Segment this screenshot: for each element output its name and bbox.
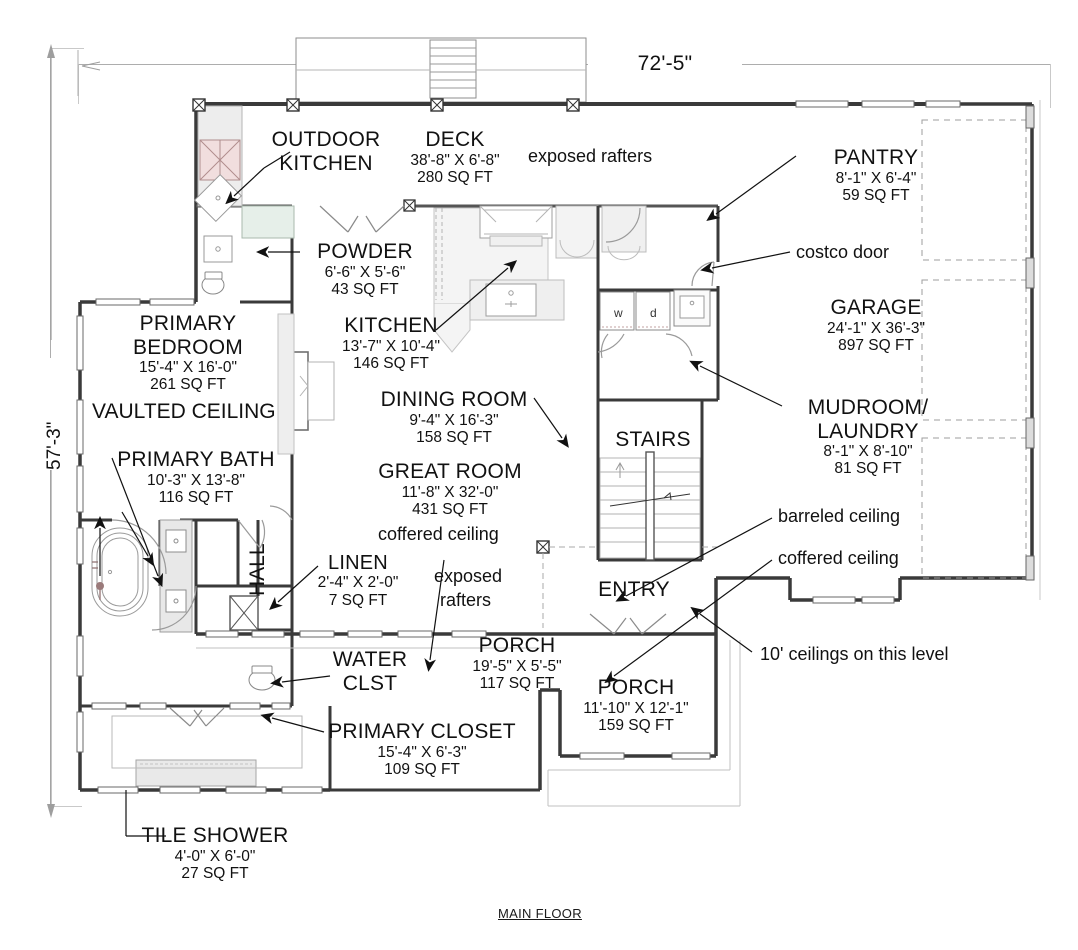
note-vaulted-ceiling: VAULTED CEILING <box>92 400 276 423</box>
room-label-water-closet: WATER CLST <box>332 648 408 695</box>
room-label-primary-bath: PRIMARY BATH 10'-3" X 13'-8" 116 SQ FT <box>117 448 275 506</box>
room-label-kitchen: KITCHEN 13'-7" X 10'-4" 146 SQ FT <box>342 314 440 372</box>
room-label-porch-front: PORCH 19'-5" X 5'-5" 117 SQ FT <box>472 634 562 692</box>
room-label-great-room: GREAT ROOM 11'-8" X 32'-0" 431 SQ FT <box>378 460 522 518</box>
room-label-dining-room: DINING ROOM 9'-4" X 16'-3" 158 SQ FT <box>380 388 528 446</box>
dimension-line-left-lower <box>50 470 51 808</box>
note-barreled-ceiling: barreled ceiling <box>778 506 901 526</box>
room-label-garage: GARAGE 24'-1" X 36'-3" 897 SQ FT <box>827 296 925 354</box>
room-label-powder: POWDER 6'-6" X 5'-6" 43 SQ FT <box>317 240 413 298</box>
room-label-entry: ENTRY <box>598 578 670 601</box>
extension-line-bottom-left <box>50 806 82 807</box>
extension-line-left <box>78 64 79 104</box>
room-label-linen: LINEN 2'-4" X 2'-0" 7 SQ FT <box>317 552 399 609</box>
room-label-deck: DECK 38'-8" X 6'-8" 280 SQ FT <box>410 128 500 186</box>
dimension-line-left <box>50 48 51 358</box>
note-ceiling-height: 10' ceilings on this level <box>760 644 949 664</box>
note-exposed-rafters-lower-2: rafters <box>440 590 492 610</box>
room-label-outdoor-kitchen: OUTDOOR KITCHEN <box>271 128 381 175</box>
room-label-primary-closet: PRIMARY CLOSET 15'-4" X 6'-3" 109 SQ FT <box>328 720 516 778</box>
note-exposed-rafters-top: exposed rafters <box>528 146 653 166</box>
note-coffered-ceiling-right: coffered ceiling <box>778 548 899 568</box>
room-label-porch-side: PORCH 11'-10" X 12'-1" 159 SQ FT <box>583 676 689 734</box>
extension-line-right <box>1050 64 1051 108</box>
room-label-primary-bedroom: PRIMARY BEDROOM 15'-4" X 16'-0" 261 SQ F… <box>133 312 243 394</box>
room-label-stairs: STAIRS <box>615 428 691 451</box>
overall-depth-dimension: 57'-3" <box>44 421 65 470</box>
room-label-pantry: PANTRY 8'-1" X 6'-4" 59 SQ FT <box>833 146 919 204</box>
washer-label: w <box>614 306 623 320</box>
dimension-line-top-right <box>742 64 1050 65</box>
plan-title: MAIN FLOOR <box>498 906 582 921</box>
room-label-tile-shower: TILE SHOWER 4'-0" X 6'-0" 27 SQ FT <box>141 824 289 882</box>
dimension-line-top <box>78 64 588 65</box>
note-exposed-rafters-lower-1: exposed <box>434 566 503 586</box>
room-label-mudroom-laundry: MUDROOM/ LAUNDRY 8'-1" X 8'-10" 81 SQ FT <box>807 396 929 478</box>
note-costco-door: costco door <box>796 242 890 262</box>
note-coffered-ceiling-great-room: coffered ceiling <box>378 524 499 544</box>
dryer-label: d <box>650 306 657 320</box>
room-label-hall: HALL <box>246 543 269 596</box>
overall-width-dimension: 72'-5" <box>637 52 693 75</box>
extension-line-top-left2 <box>50 48 84 49</box>
